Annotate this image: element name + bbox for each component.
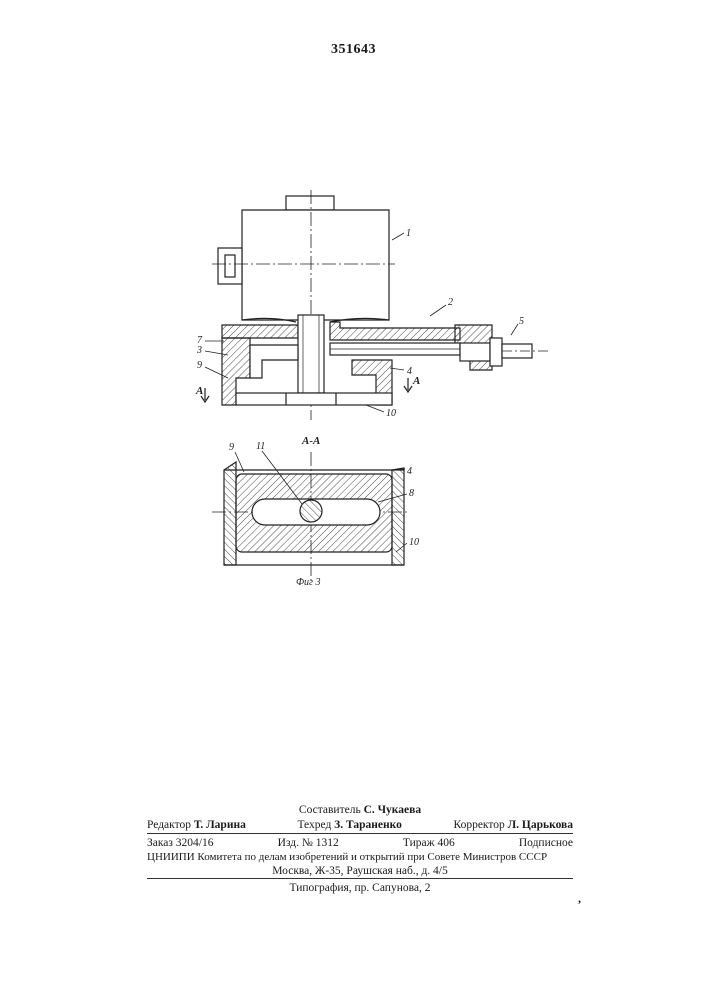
label-10: 10 (386, 408, 396, 419)
techeditor-name: З. Тараненко (334, 819, 402, 831)
corrector-role: Корректор (453, 819, 504, 831)
label-section-11: 11 (256, 441, 265, 452)
editor-role: Редактор (147, 819, 191, 831)
label-section-10: 10 (409, 537, 419, 548)
imprint-order-row: Заказ 3204/16 Изд. № 1312 Тираж 406 Подп… (147, 836, 573, 878)
section-a-a-view: А-А (212, 435, 410, 580)
label-section-9: 9 (229, 442, 234, 453)
imprint-compiler: Составитель С. Чукаева (147, 803, 573, 817)
side-section-view (201, 190, 548, 420)
editor-name: Т. Ларина (194, 819, 246, 831)
section-mark-left: А (195, 385, 203, 397)
org-address: Москва, Ж-35, Раушская наб., д. 4/5 (147, 864, 573, 878)
issue-number: Изд. № 1312 (278, 836, 339, 850)
printer-line: Типография, пр. Сапунова, 2 (147, 881, 573, 895)
compiler-role: Составитель (299, 804, 361, 816)
imprint-divider-top (147, 833, 573, 834)
section-title: А-А (301, 435, 320, 447)
corrector-name: Л. Царькова (508, 819, 573, 831)
technical-drawing: 1 2 5 7 3 9 4 10 А А А-А 9 (0, 0, 707, 640)
label-1: 1 (406, 228, 411, 239)
margin-mark: , (578, 891, 581, 906)
label-2: 2 (448, 297, 453, 308)
figure-caption: Фиг 3 (296, 577, 320, 588)
label-5: 5 (519, 316, 524, 327)
subscription: Подписное (519, 836, 573, 850)
compiler-name: С. Чукаева (364, 804, 422, 816)
label-9: 9 (197, 360, 202, 371)
section-mark-right: А (412, 375, 420, 387)
label-section-8: 8 (409, 488, 414, 499)
org-line: ЦНИИПИ Комитета по делам изобретений и о… (147, 850, 573, 864)
order-number: Заказ 3204/16 (147, 836, 214, 850)
label-section-4: 4 (407, 466, 412, 477)
techeditor-role: Техред (297, 819, 331, 831)
imprint-staff-row: Редактор Т. Ларина Техред З. Тараненко К… (147, 818, 573, 832)
imprint-divider-bottom (147, 878, 573, 879)
imprint-printer: Типография, пр. Сапунова, 2 (147, 881, 573, 895)
print-run: Тираж 406 (403, 836, 455, 850)
label-3: 3 (196, 345, 202, 356)
label-4: 4 (407, 366, 412, 377)
